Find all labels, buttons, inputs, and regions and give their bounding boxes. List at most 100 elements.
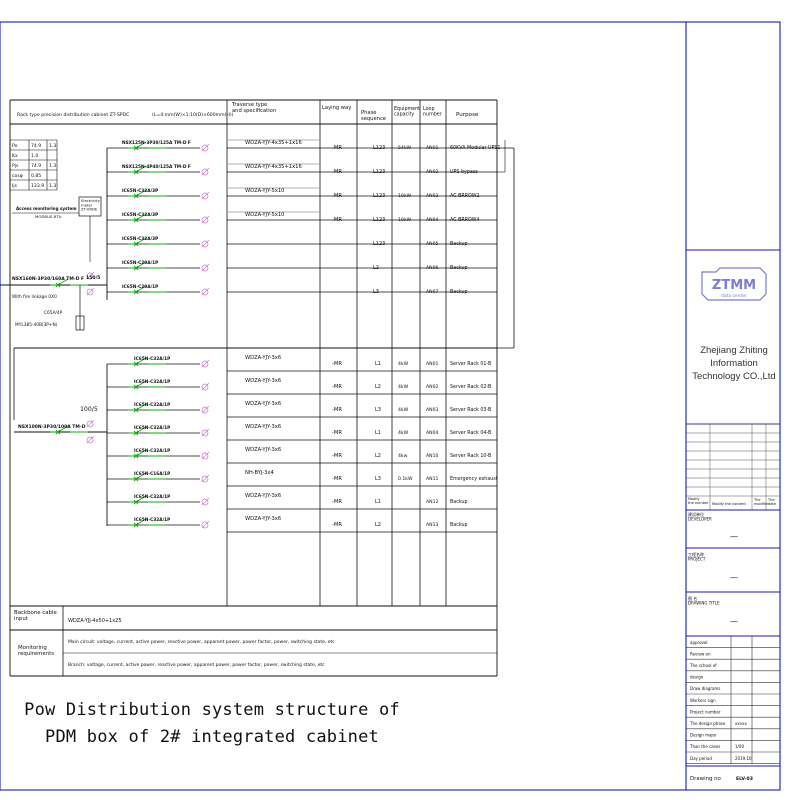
ct-coil [86,288,94,296]
param-unit: 1.3 [49,143,56,149]
breaker-symbol [128,189,166,199]
loop-number: AN06 [426,265,439,271]
breaker-model: IC65N-C16A/1P [134,471,170,477]
cable-spec: WDZA-YJY-3x6 [245,424,281,430]
company-name-line3: Technology CO.,Ltd [692,371,776,382]
breaker-model: IC65N-C20A/1P [122,260,158,266]
phase-sequence: L2 [373,265,379,271]
current-transformer-symbol [201,167,210,176]
laying-way: -MR [332,361,342,367]
phase-sequence: L123 [373,217,385,223]
breaker-blade [135,165,147,173]
outer-border [0,21,781,791]
approval-value: 2019.10 [735,756,752,761]
ct-coil [201,452,209,460]
ct-coil [201,144,209,152]
breaker-model: NSX125N-4P40/125A TM-D F [122,164,191,170]
current-transformer-symbol [201,451,210,460]
loop-number: AN05 [426,241,439,247]
ct-tick [201,263,210,272]
approval-label: Draw diagrams [690,686,720,691]
ct-tick [201,474,210,483]
ct-coil [201,383,209,391]
breaker-model: IC65N-C32A/1P [134,356,170,362]
circuit-purpose: AC BRROW4 [450,217,480,223]
revision-header-content: Modify the content [712,502,746,506]
approval-label: Workers sign [690,698,716,703]
loop-number: AN10 [426,453,439,459]
ct-coil [201,168,209,176]
current-transformer-symbol [201,287,210,296]
current-transformer-symbol [86,287,95,296]
breaker-blade [135,141,147,149]
ct-coil [201,288,209,296]
modbus-label: MODBUS-RTU [35,214,62,219]
laying-way: -MR [332,430,342,436]
breaker-model: IC65N-C32A/3P [122,236,158,242]
upper-ct-ratio: 150/5 [86,275,100,281]
current-transformer-symbol [201,239,210,248]
phase-sequence: L123 [373,241,385,247]
circuit-purpose: Server Rack 02-B [450,384,491,390]
circuit-purpose: Server Rack 03-B [450,407,491,413]
ct-tick [201,239,210,248]
phase-sequence: L1 [375,499,381,505]
breaker-model: IC65N-C32A/1P [134,448,170,454]
breaker-x-mark [133,217,139,223]
breaker-x-mark [55,282,61,288]
laying-way: -MR [332,384,342,390]
equipment-capacity: 54kW [398,145,412,151]
equipment-capacity: 10kW [398,217,412,223]
param-value: 1.0 [31,153,38,159]
company-name: Zhejiang Zhiting Information Technology … [688,344,780,383]
breaker-model: IC65N-C32A/1P [134,425,170,431]
breaker-model: NSX125N-3P30/125A TM-D F [122,140,191,146]
logo-text: ZTMM [712,278,756,293]
current-transformer-symbol [86,271,95,280]
breaker-symbol [128,261,166,271]
breaker-symbol [128,403,166,413]
breaker-blade [135,261,147,269]
breaker-model: IC65N-C32A/1P [134,402,170,408]
laying-way: -MR [332,453,342,459]
ct-coil [201,498,209,506]
approval-row: Project number [686,709,780,718]
access-monitoring-label: Access monitoring system [16,206,77,211]
breaker-symbol [128,449,166,459]
breaker-x-mark [133,145,139,151]
cable-spec: WDZA-YJY-3x6 [245,447,281,453]
breaker-x-mark [133,169,139,175]
ct-tick [201,287,210,296]
current-transformer-symbol [201,215,210,224]
phase-sequence: L123 [373,145,385,151]
distribution-table: Rack type precision distribution cabinet… [9,99,498,676]
cable-spec: WDZA-YJY-5x10 [245,188,284,194]
breaker-x-mark [133,265,139,271]
ct-tick [201,520,210,529]
breaker-x-mark [133,499,139,505]
ct-tick [201,191,210,200]
lower-main-breaker: NSX100N-3P30/100A TM-D [18,424,86,430]
loop-number: AN12 [426,499,439,505]
ct-tick [201,382,210,391]
param-unit: 1.3 [49,183,56,189]
breaker-model: IC65N-C32A/3P [122,188,158,194]
approval-label: design [690,675,704,680]
circuit-purpose: Backup [450,289,468,295]
approval-label: Review on [690,651,711,656]
circuit-purpose: Emergency exhaust [450,476,498,482]
breaker-symbol [128,165,166,175]
diagram-title-line2: PDM box of 2# integrated cabinet [45,727,379,747]
breaker-model: IC65N-C32A/1P [134,379,170,385]
ct-coil [201,475,209,483]
